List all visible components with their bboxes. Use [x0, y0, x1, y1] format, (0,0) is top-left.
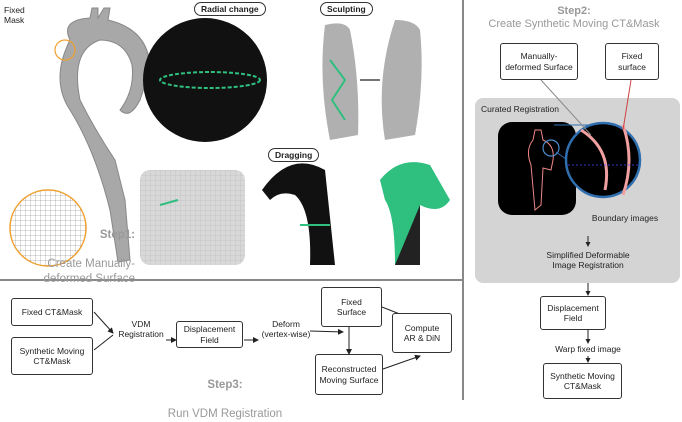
dragging-image-black — [262, 163, 335, 265]
step1-title: Step1: — [99, 229, 135, 242]
radial-change-label: Radial change — [194, 2, 266, 16]
vertical-divider — [462, 0, 464, 400]
aorta-model — [59, 7, 151, 263]
boundary-zoom-circle — [564, 121, 642, 199]
displacement-field-box-step2: Displacement Field — [540, 296, 606, 330]
step2-subtitle: Create Synthetic Moving CT&Mask — [488, 18, 660, 31]
dragging-label: Dragging — [268, 148, 320, 162]
compute-ar-din-box: Compute AR & DiN — [392, 313, 452, 353]
step1-heading: Step1: Create Manually- deformed Surface — [40, 214, 135, 286]
step1-illustrations — [9, 7, 450, 267]
fixed-ct-mask-box: Fixed CT&Mask — [11, 298, 93, 326]
step2-title: Step2: — [557, 5, 591, 17]
displacement-field-box: Displacement Field — [176, 321, 243, 348]
fixed-surface-box: Fixed Surface — [321, 287, 382, 327]
synthetic-moving-box-step2: Synthetic Moving CT&Mask — [543, 363, 622, 399]
horizontal-divider — [0, 279, 463, 281]
zoom-circle-orange — [9, 189, 87, 267]
vdm-registration-label: VDM Registration — [118, 319, 164, 340]
synthetic-moving-box: Synthetic Moving CT&Mask — [11, 337, 93, 375]
step3-heading: Step3: Run VDM Registration — [140, 364, 310, 422]
reconstructed-surface-box: Reconstructed Moving Surface — [315, 354, 383, 395]
step2-connector-lines — [540, 80, 632, 136]
sculpting-label: Sculpting — [320, 2, 373, 16]
simplified-registration-label: Simplified Deformable Image Registration — [546, 250, 630, 271]
fixed-mask-label: Fixed Mask — [4, 5, 25, 26]
deform-label: Deform (vertex-wise) — [261, 319, 311, 340]
radial-change-image — [143, 18, 267, 142]
step2-graphics — [498, 121, 642, 363]
sculpting-image-after — [381, 20, 422, 140]
warp-fixed-image-label: Warp fixed image — [555, 344, 621, 354]
step3-subtitle: Run VDM Registration — [167, 408, 283, 421]
ct-boundary-image — [498, 122, 576, 215]
boundary-images-label: Boundary images — [591, 213, 659, 223]
manually-deformed-surface-box: Manually- deformed Surface — [500, 43, 578, 80]
curated-registration-label: Curated Registration — [481, 104, 559, 114]
sculpting-image-before — [322, 23, 359, 140]
step3-title: Step3: — [207, 379, 243, 392]
step2-heading: Step2: Create Synthetic Moving CT&Mask — [466, 5, 682, 31]
dragging-image-green — [380, 162, 450, 265]
step1-subtitle: Create Manually- deformed Surface — [43, 258, 135, 285]
fixed-surface-box-step2: Fixed surface — [605, 43, 659, 80]
